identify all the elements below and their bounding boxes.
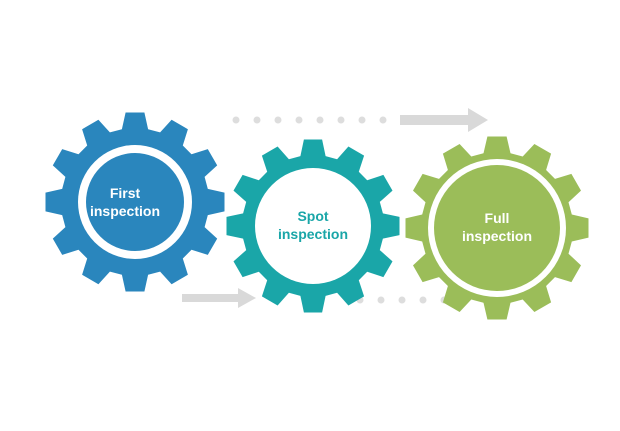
first-inspection-label: First inspection [89,185,160,219]
gear-full-inspection-core [434,165,560,291]
bottom-dot [377,296,385,304]
spot-inspection-label: Spot inspection [277,208,348,242]
left-arrow-icon [182,288,256,308]
gear-first-inspection-core [86,153,184,251]
gear-full-inspection [405,136,589,320]
top-arrow-icon [400,108,488,132]
top-dot [232,116,240,124]
gear-first-inspection [45,112,225,292]
bottom-dot [419,296,427,304]
bottom-dot [398,296,406,304]
gear-spot-inspection [226,139,400,313]
top-dotted-line [232,116,387,124]
full-inspection-label: Full inspection [461,210,532,244]
bottom-left-connector [182,288,256,308]
top-dot [316,116,324,124]
top-connector [232,108,488,132]
top-dot [379,116,387,124]
top-dot [337,116,345,124]
top-dot [253,116,261,124]
bottom-dotted-line [356,296,448,304]
top-dot [274,116,282,124]
top-dot [358,116,366,124]
gear-spot-inspection-core [262,175,364,277]
top-dot [295,116,303,124]
